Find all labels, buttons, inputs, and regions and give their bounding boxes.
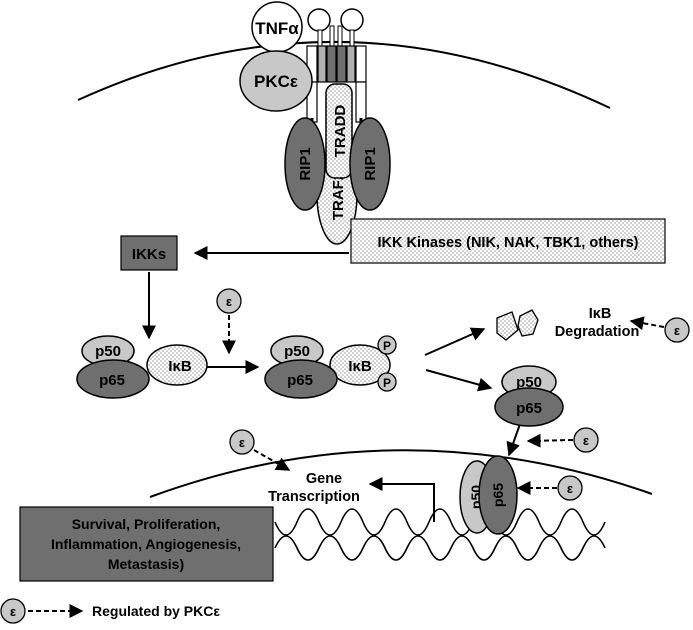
- traf2-label: TRAF2: [330, 172, 347, 220]
- dna-strand-1: [274, 535, 606, 561]
- p65-label-1: p65: [99, 372, 125, 389]
- tnf-alpha-label: TNFα: [255, 19, 299, 38]
- epsilon-p65-label: ε: [567, 481, 573, 496]
- p50-label-3: p50: [516, 374, 542, 391]
- rip1-right-label: RIP1: [362, 147, 379, 180]
- ikk-kinases-label: IKK Kinases (NIK, NAK, TBK1, others): [377, 235, 638, 251]
- dashed-arrow-epsilon-gene: [253, 449, 291, 471]
- epsilon-gene: ε: [229, 429, 255, 455]
- phospho-label-bottom: P: [383, 376, 391, 390]
- ikb-label-2: IκB: [348, 358, 372, 375]
- arrow-to-nucleus: [506, 423, 521, 457]
- legend: ε Regulated by PKCε: [0, 598, 220, 624]
- epsilon-p65: ε: [557, 475, 583, 501]
- ikb-degradation-line1: IκB: [589, 306, 612, 322]
- pkc-epsilon-label: PKCε: [254, 72, 298, 91]
- phosphorylated-complex: p50 IκB p65 P P: [264, 335, 397, 399]
- outcomes-box: Survival, Proliferation, Inflammation, A…: [19, 506, 274, 582]
- epsilon-gene-label: ε: [239, 435, 245, 450]
- gene-label-line1: Gene: [306, 471, 342, 487]
- rip1-left-node: RIP1: [284, 117, 326, 211]
- epsilon-translocation-label: ε: [583, 433, 589, 448]
- ikk-kinases-box: IKK Kinases (NIK, NAK, TBK1, others): [350, 218, 666, 264]
- epsilon-degradation: ε: [664, 317, 690, 343]
- epsilon-translocation: ε: [573, 427, 599, 453]
- epsilon-phospho-label: ε: [226, 294, 232, 309]
- epsilon-phospho: ε: [216, 288, 242, 314]
- outcome-line3: Metastasis): [108, 556, 184, 572]
- outcome-line2: Inflammation, Angiogenesis,: [51, 536, 241, 552]
- dna-strand-2: [274, 508, 606, 536]
- arrow-to-gene-transcription: [368, 477, 435, 522]
- phospho-label-top: P: [383, 339, 391, 353]
- tradd-node: TRADD: [325, 83, 353, 179]
- dashed-arrow-epsilon-translocation: [526, 433, 574, 448]
- nfkb-ikb-complex: p50 IκB p65: [76, 335, 208, 399]
- p65-label-4: p65: [490, 483, 506, 507]
- free-nfkb-dimer: p50 p65: [494, 365, 564, 427]
- arrow-to-degradation: [424, 327, 486, 356]
- p50-label-2: p50: [284, 343, 310, 360]
- rip1-right-node: RIP1: [349, 117, 391, 211]
- legend-epsilon-label: ε: [10, 604, 16, 619]
- tradd-label: TRADD: [332, 105, 349, 158]
- phospho-circle-bottom: [377, 372, 397, 392]
- phospho-circle-top: [377, 335, 397, 355]
- ikks-box: IKKs: [120, 235, 178, 271]
- legend-epsilon-circle: [0, 598, 26, 624]
- outcome-line1: Survival, Proliferation,: [72, 516, 221, 532]
- arrow-to-free-dimer: [425, 369, 493, 392]
- legend-text: Regulated by PKCε: [92, 603, 220, 619]
- p65-label-2: p65: [287, 372, 313, 389]
- nuclear-nfkb-dimer: p50 p65: [459, 455, 518, 535]
- tnf-alpha-ligand: TNFα: [251, 1, 303, 53]
- dashed-arrow-epsilon-degradation: [629, 316, 665, 331]
- rip1-left-label: RIP1: [297, 147, 314, 180]
- epsilon-degradation-label: ε: [674, 323, 680, 338]
- ikb-label-1: IκB: [168, 358, 192, 375]
- gene-label-line2: Transcription: [268, 489, 360, 505]
- p50-label-1: p50: [95, 343, 121, 360]
- ikks-label: IKKs: [132, 246, 166, 263]
- ikb-degradation-line2: Degradation: [555, 324, 640, 340]
- nuclear-membrane: [149, 449, 653, 498]
- p65-label-3: p65: [516, 400, 542, 417]
- pkc-epsilon-node: PKCε: [239, 50, 313, 112]
- tnf-receptor: [306, 8, 367, 128]
- degraded-ikb-fragments: [496, 309, 539, 341]
